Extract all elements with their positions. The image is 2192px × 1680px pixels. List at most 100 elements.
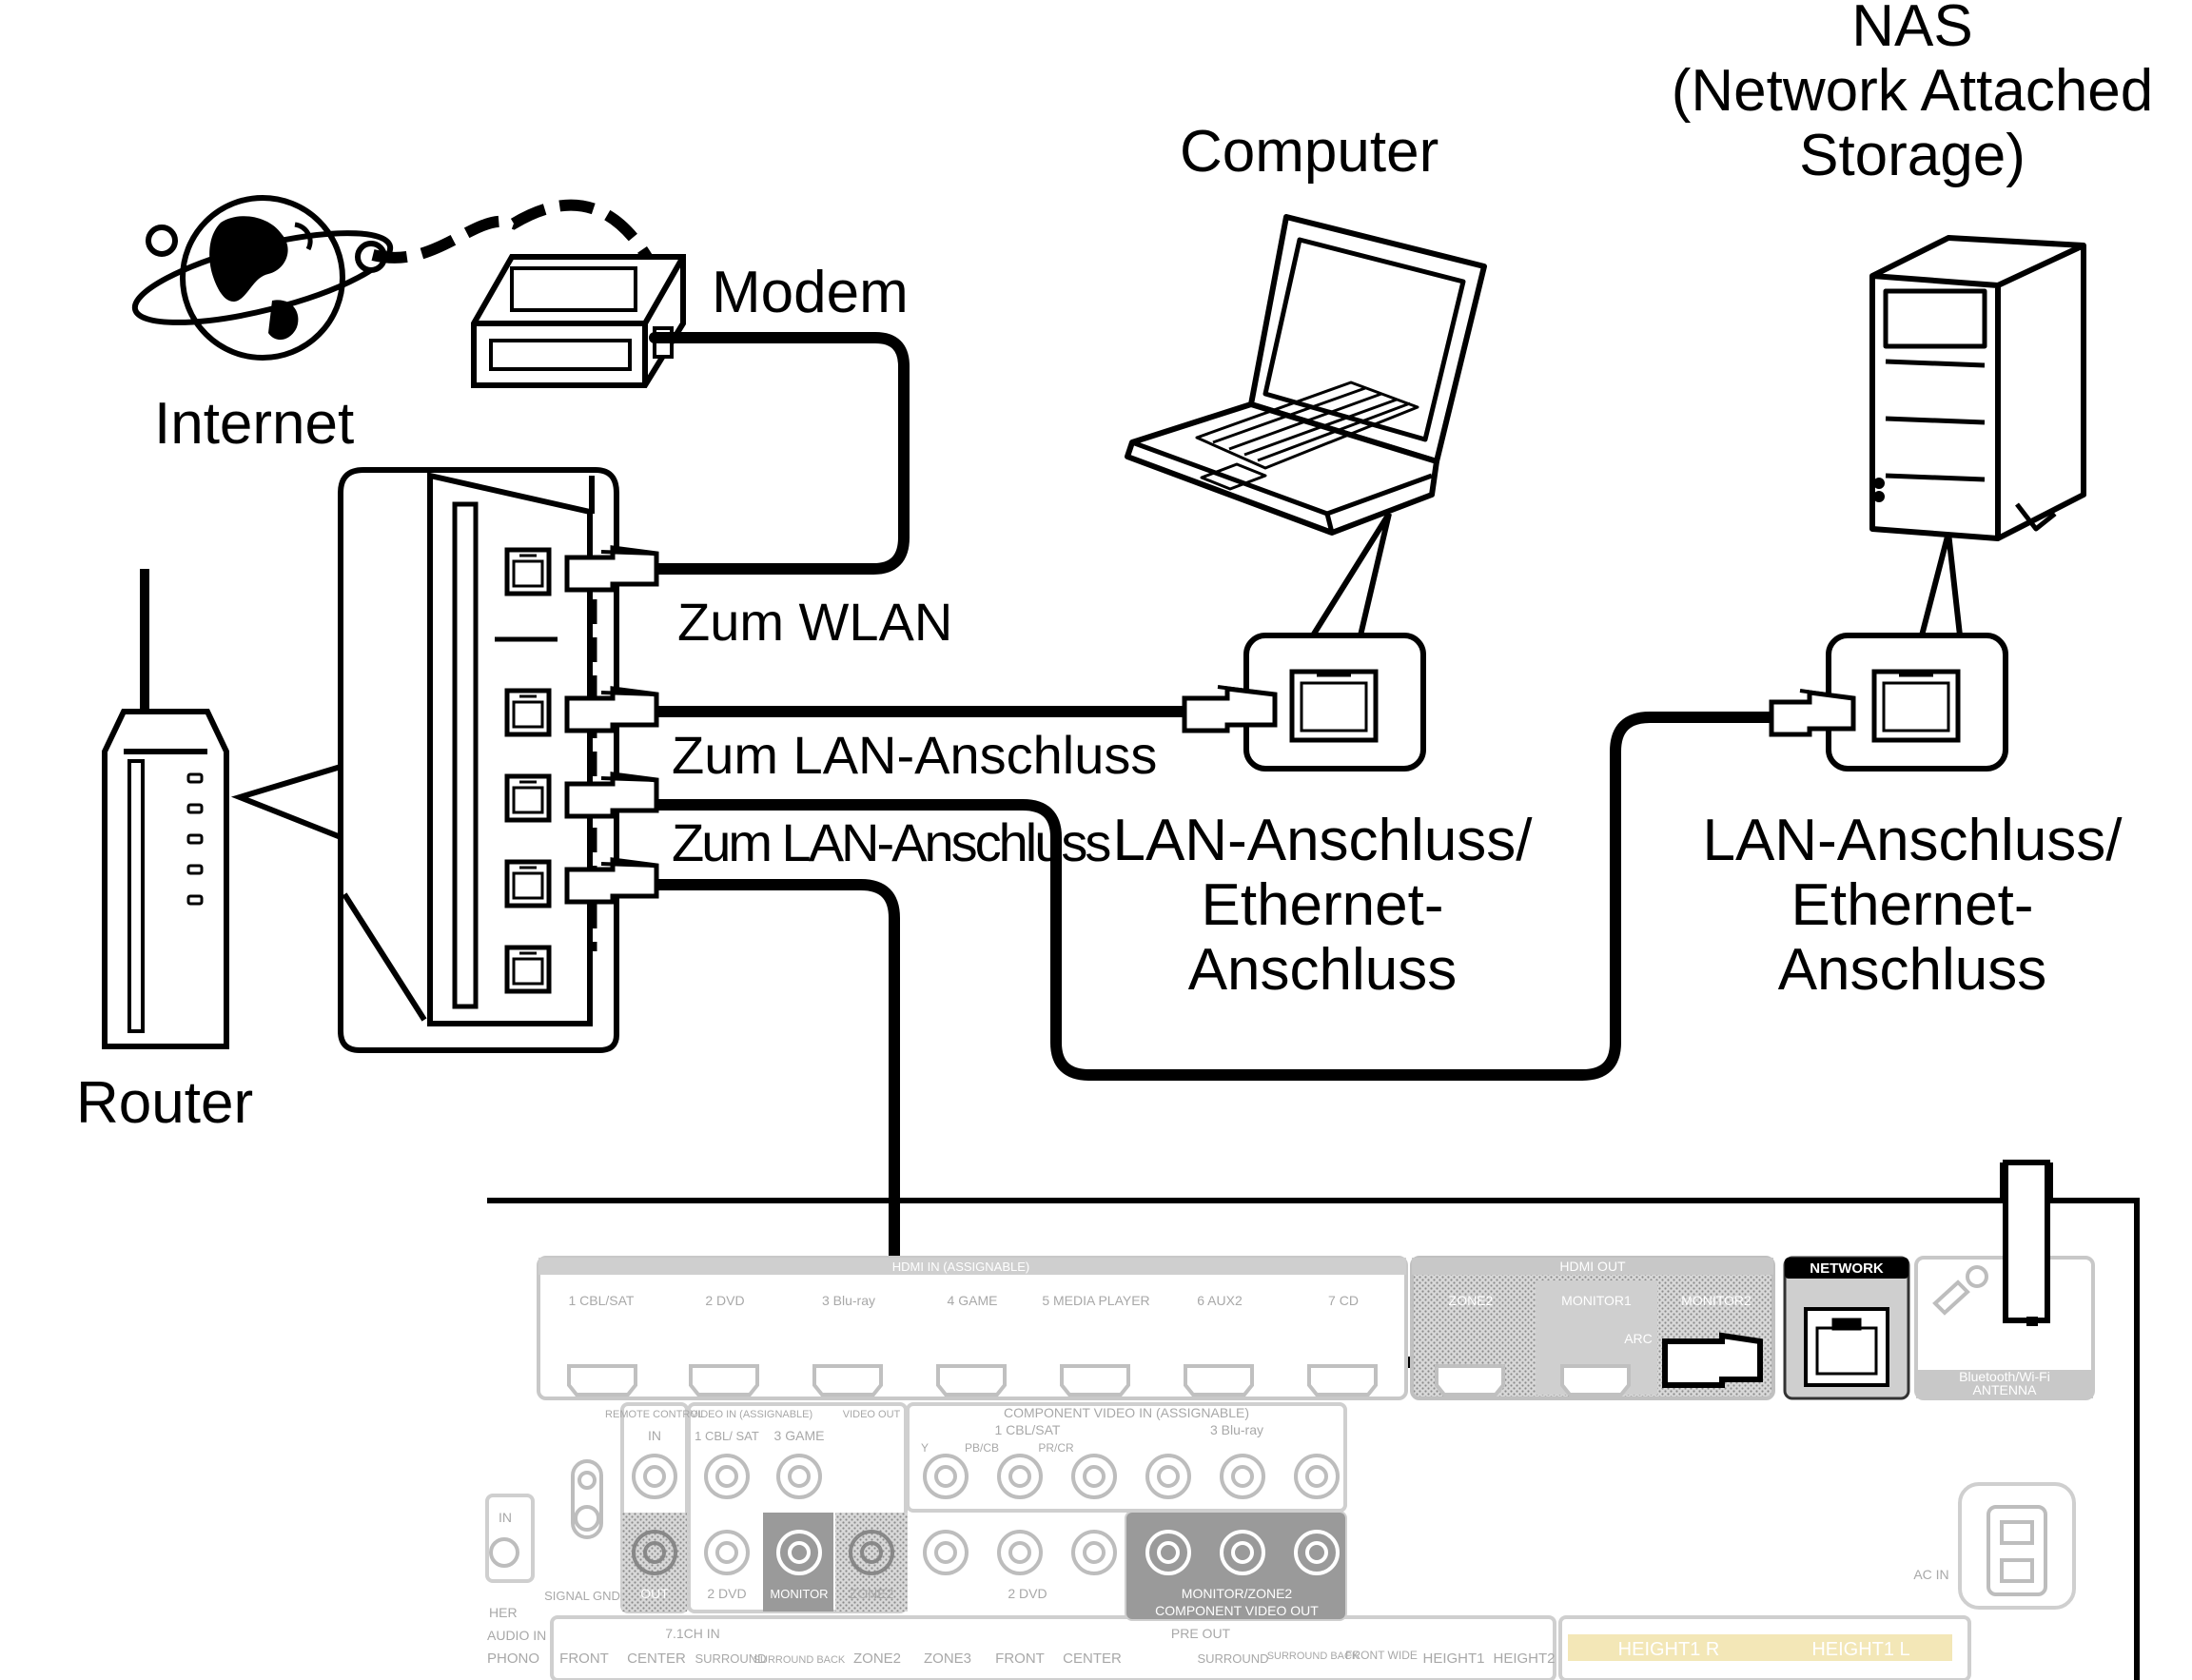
video-label: 3 GAME bbox=[774, 1428, 825, 1443]
computer-lan-port-icon bbox=[1243, 633, 1426, 772]
antenna-label: ANTENNA bbox=[1973, 1382, 2038, 1397]
hdmi-output-label: MONITOR2 bbox=[1681, 1293, 1752, 1308]
nas-callout bbox=[1919, 532, 1963, 636]
nas-title: NAS bbox=[1851, 0, 1973, 59]
component-group-label: 1 CBL/SAT bbox=[995, 1422, 1061, 1437]
router-port-wlan-icon bbox=[504, 547, 552, 596]
remote-out-label: OUT bbox=[640, 1586, 669, 1601]
router-callout bbox=[230, 764, 342, 840]
cable-router-nas bbox=[651, 712, 1777, 1081]
pre-out-channel-label: FRONT bbox=[995, 1651, 1045, 1667]
ac-inlet-icon bbox=[1986, 1505, 2047, 1596]
hdmi-input-label: 6 AUX2 bbox=[1197, 1293, 1243, 1308]
computer-port-label: LAN-Anschluss/ bbox=[1112, 808, 1533, 873]
plug-icon bbox=[564, 772, 659, 819]
speaker-terminal-label: HEIGHT1 R bbox=[1618, 1639, 1720, 1660]
pre-out-channel-label: SURROUND bbox=[1197, 1651, 1268, 1666]
pre-out-channel-label: SURROUND BACK bbox=[1267, 1651, 1360, 1662]
computer-port-label-line3: Anschluss bbox=[1187, 937, 1458, 1003]
internet-label: Internet bbox=[154, 391, 355, 457]
pre-out-channel-label: CENTER bbox=[1063, 1651, 1122, 1667]
nas-port-label-line3: Anschluss bbox=[1777, 937, 2047, 1003]
computer-callout bbox=[1310, 512, 1392, 637]
phono-label: PHONO bbox=[487, 1651, 539, 1667]
hdmi-out-header: HDMI OUT bbox=[1559, 1259, 1626, 1274]
modem-label: Modem bbox=[712, 260, 909, 325]
pre-out-channel-label: HEIGHT2 bbox=[1493, 1651, 1555, 1667]
ch71-label: FRONT bbox=[559, 1651, 609, 1667]
router-port-4-icon bbox=[504, 945, 552, 994]
nas-port-label: LAN-Anschluss/ bbox=[1702, 808, 2123, 873]
hdmi-input-label: 7 CD bbox=[1328, 1293, 1359, 1308]
pre-out-channel-label: FRONT WIDE bbox=[1345, 1649, 1418, 1662]
video-label: ZONE2 bbox=[850, 1586, 894, 1601]
hdmi-output-label: ZONE2 bbox=[1449, 1293, 1494, 1308]
nas-plug-icon bbox=[1769, 689, 1856, 737]
hdmi-input-label: 5 MEDIA PLAYER bbox=[1042, 1293, 1149, 1308]
computer-plug-icon bbox=[1182, 685, 1278, 733]
component-out-label: MONITOR/ZONE2 bbox=[1182, 1586, 1293, 1601]
component-out-label: COMPONENT VIDEO OUT bbox=[1155, 1603, 1319, 1618]
antenna-icon bbox=[2000, 1160, 2053, 1326]
video-label: 2 DVD bbox=[707, 1586, 746, 1601]
network-port-icon bbox=[1804, 1307, 1889, 1387]
hdmi-in-header: HDMI IN (ASSIGNABLE) bbox=[892, 1260, 1029, 1274]
cable-modem-router bbox=[649, 332, 910, 575]
video-label: 1 CBL/ SAT bbox=[695, 1429, 759, 1443]
remote-in-label: IN bbox=[648, 1428, 661, 1443]
hdmi-input-label: 3 Blu-ray bbox=[822, 1293, 875, 1308]
video-in-label: VIDEO IN (ASSIGNABLE) bbox=[691, 1409, 812, 1420]
computer-label: Computer bbox=[1180, 119, 1439, 185]
router-port-2-icon bbox=[504, 773, 552, 823]
receiver-plug-icon bbox=[1662, 1332, 1763, 1388]
hdmi-output-label: MONITOR1 bbox=[1561, 1293, 1632, 1308]
internet-modem-link bbox=[371, 199, 653, 264]
pre-out-label: PRE OUT bbox=[1171, 1626, 1231, 1641]
internet-globe-icon bbox=[131, 195, 394, 361]
ch71-label: CENTER bbox=[627, 1651, 686, 1667]
video-label: MONITOR bbox=[770, 1587, 828, 1601]
video-out-label: VIDEO OUT bbox=[843, 1409, 901, 1420]
plug-icon bbox=[564, 545, 659, 593]
component-group-label: 2 DVD bbox=[1008, 1586, 1047, 1601]
nas-title-line3: Storage) bbox=[1799, 123, 2026, 188]
nas-port-label-line2: Ethernet- bbox=[1791, 872, 2034, 938]
pre-out-channel-label: ZONE3 bbox=[924, 1651, 971, 1667]
network-label: NETWORK bbox=[1810, 1260, 1884, 1277]
left-other-label: HER bbox=[489, 1605, 518, 1620]
receiver-back-panel: HDMI IN (ASSIGNABLE) 1 CBL/SAT 2 DVD 3 B… bbox=[485, 1160, 2140, 1680]
component-channel-label: PR/CR bbox=[1038, 1441, 1074, 1455]
router-port-3-icon bbox=[504, 859, 552, 908]
router-label: Router bbox=[76, 1070, 254, 1136]
pre-out-channel-label: HEIGHT1 bbox=[1422, 1651, 1484, 1667]
speaker-terminal-label: HEIGHT1 L bbox=[1811, 1639, 1909, 1660]
plug-icon bbox=[564, 686, 659, 733]
computer-port-label-line2: Ethernet- bbox=[1201, 872, 1444, 938]
ch71-in-label: 7.1CH IN bbox=[665, 1626, 720, 1641]
zum-lan-label-2: Zum LAN-Anschluss bbox=[672, 812, 1111, 872]
remote-control-label: REMOTE CONTROL bbox=[605, 1409, 704, 1420]
router-port-icons bbox=[504, 547, 552, 994]
hdmi-input-label: 2 DVD bbox=[705, 1293, 744, 1308]
hdmi-port-icons bbox=[567, 1364, 1378, 1397]
zum-lan-label-1: Zum LAN-Anschluss bbox=[672, 725, 1158, 785]
component-in-label: COMPONENT VIDEO IN (ASSIGNABLE) bbox=[1004, 1405, 1249, 1420]
computer-icon bbox=[1125, 214, 1487, 536]
nas-title-line2: (Network Attached bbox=[1671, 58, 2154, 124]
zum-wlan-label: Zum WLAN bbox=[677, 592, 953, 652]
component-channel-label: PB/CB bbox=[965, 1441, 999, 1455]
arc-label: ARC bbox=[1624, 1331, 1653, 1346]
component-group-label: 3 Blu-ray bbox=[1210, 1422, 1263, 1437]
ch71-label: SURROUND bbox=[695, 1651, 766, 1666]
nas-icon bbox=[1869, 235, 2086, 541]
rca-jack-icons bbox=[489, 1454, 1340, 1575]
pre-out-channel-label: ZONE2 bbox=[853, 1651, 901, 1667]
audio-in-label: AUDIO IN bbox=[487, 1628, 546, 1643]
hdmi-input-label: 1 CBL/SAT bbox=[569, 1293, 635, 1308]
antenna-label: Bluetooth/Wi-Fi bbox=[1959, 1369, 2050, 1384]
modem-icon bbox=[471, 254, 686, 388]
router-port-1-icon bbox=[504, 688, 552, 737]
signal-gnd-label: SIGNAL GND bbox=[544, 1589, 620, 1603]
